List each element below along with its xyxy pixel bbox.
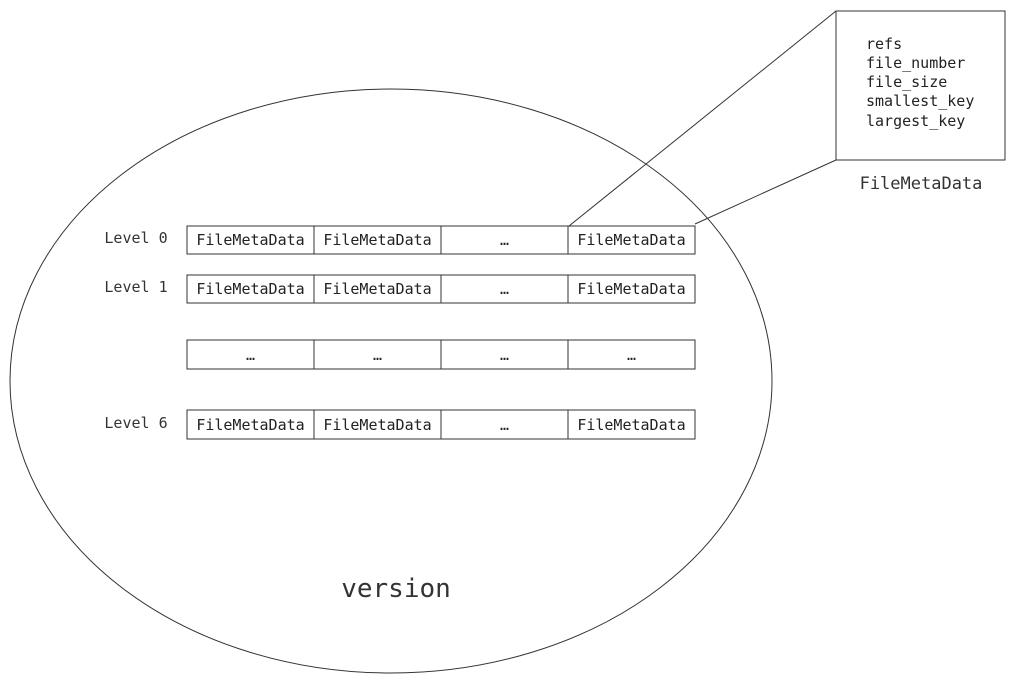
file-cell-label: … (500, 416, 509, 434)
file-cell-label: FileMetaData (323, 231, 431, 249)
zoom-connector-bottom (694, 159, 837, 225)
file-cell-label: … (373, 346, 382, 364)
file-cell (313, 274, 442, 304)
detail-field: largest_key (866, 112, 965, 130)
file-cell (186, 274, 315, 304)
file-cell (440, 339, 569, 370)
file-cell (440, 274, 569, 304)
version-ellipse (9, 88, 773, 674)
level-label: Level 0 (104, 229, 167, 247)
file-cell (186, 409, 315, 440)
file-cell-label: … (627, 346, 636, 364)
detail-caption: FileMetaData (860, 174, 983, 194)
detail-field: smallest_key (866, 92, 974, 110)
file-cell (313, 409, 442, 440)
level-row-ellipsis: … … … … (186, 339, 696, 370)
file-cell (313, 225, 442, 255)
file-cell-label: FileMetaData (323, 280, 431, 298)
file-cell-label: FileMetaData (577, 280, 685, 298)
file-cell-label: … (500, 231, 509, 249)
file-cell-label: … (500, 280, 509, 298)
file-cell-label: FileMetaData (323, 416, 431, 434)
file-metadata-detail: refs file_number file_size smallest_key … (835, 10, 1006, 194)
level-label: Level 1 (104, 278, 167, 296)
version-label: version (341, 574, 451, 604)
file-cell (186, 339, 315, 370)
level-row-1: Level 1 FileMetaData FileMetaData … File… (104, 274, 696, 304)
detail-field: refs (866, 35, 902, 53)
file-cell (567, 409, 696, 440)
level-row-6: Level 6 FileMetaData FileMetaData … File… (104, 409, 696, 440)
file-cell-label: … (246, 346, 255, 364)
level-row-0: Level 0 FileMetaData FileMetaData … File… (104, 225, 696, 255)
file-cell (567, 274, 696, 304)
file-cell-highlighted (567, 225, 696, 255)
detail-field: file_number (866, 54, 965, 72)
file-cell-label: FileMetaData (196, 231, 304, 249)
file-cell (186, 225, 315, 255)
file-cell-label: FileMetaData (196, 416, 304, 434)
file-cell-label: FileMetaData (577, 231, 685, 249)
file-cell-label: FileMetaData (196, 280, 304, 298)
file-cell (567, 339, 696, 370)
file-cell (313, 339, 442, 370)
file-cell-label: … (500, 346, 509, 364)
file-cell-label: FileMetaData (577, 416, 685, 434)
file-cell (440, 409, 569, 440)
detail-box (835, 10, 1006, 161)
detail-field: file_size (866, 73, 947, 91)
zoom-connector-top (568, 10, 837, 227)
level-label: Level 6 (104, 414, 167, 432)
